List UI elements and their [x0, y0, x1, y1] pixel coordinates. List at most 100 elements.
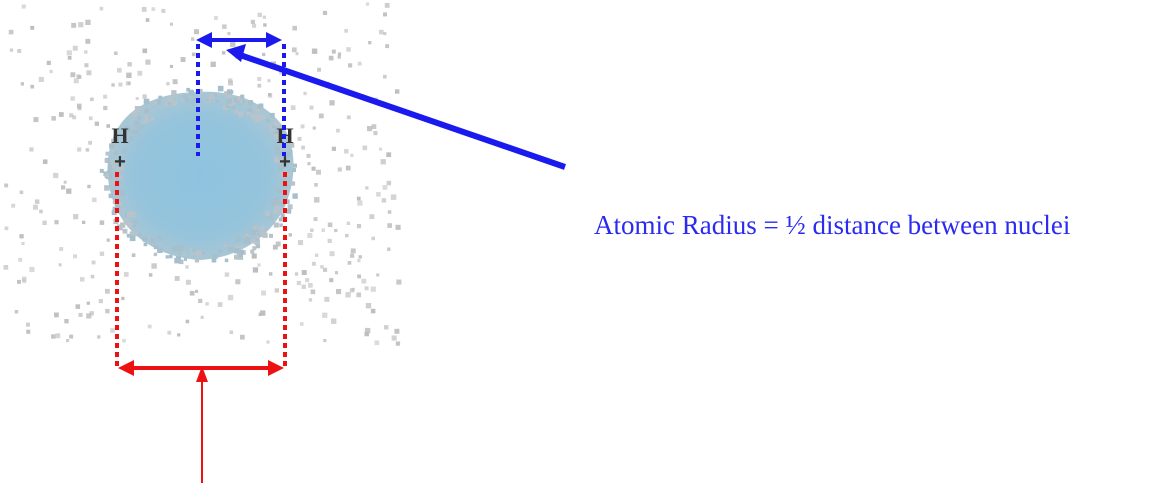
cloud-dot [329, 278, 334, 283]
bond-arrowhead-left [118, 360, 134, 376]
cloud-edge-dot [145, 108, 149, 112]
cloud-edge-dot [134, 130, 139, 135]
cloud-dot [11, 203, 16, 208]
cloud-dot [61, 185, 66, 190]
cloud-edge-dot [276, 159, 281, 164]
cloud-edge-dot [109, 143, 115, 149]
cloud-edge-dot [157, 247, 163, 253]
cloud-dot [260, 310, 266, 316]
cloud-dot [88, 140, 92, 145]
cloud-dot [395, 89, 400, 94]
cloud-edge-dot [274, 156, 280, 163]
cloud-dot [320, 265, 324, 269]
cloud-edge-dot [178, 259, 184, 265]
cloud-dot [240, 334, 245, 340]
cloud-edge-dot [112, 206, 117, 211]
cloud-dot [382, 185, 388, 190]
cloud-edge-dot [140, 125, 144, 129]
cloud-dot [344, 149, 349, 154]
cloud-edge-dot [114, 151, 118, 155]
cloud-edge-dot [241, 99, 245, 104]
cloud-dot [151, 7, 156, 11]
cloud-edge-dot [117, 164, 124, 171]
cloud-dot [91, 260, 96, 265]
cloud-dot [103, 105, 108, 111]
cloud-edge-dot [274, 132, 280, 139]
cloud-edge-dot [129, 221, 136, 228]
cloud-dot [122, 338, 126, 343]
cloud-dot [391, 335, 397, 341]
cloud-edge-dot [143, 242, 148, 247]
cloud-edge-dot [287, 172, 291, 177]
cloud-dot [331, 318, 337, 324]
cloud-dot [78, 312, 83, 317]
cloud-dot [394, 328, 400, 334]
cloud-dot [274, 288, 279, 293]
cloud-dot [336, 128, 340, 133]
cloud-dot [75, 304, 81, 309]
cloud-dot [298, 240, 304, 246]
cloud-dot [63, 180, 67, 184]
cloud-dot [84, 63, 89, 68]
cloud-dot [227, 32, 231, 36]
cloud-edge-dot [289, 143, 295, 148]
cloud-edge-dot [134, 106, 141, 112]
cloud-edge-dot [224, 258, 229, 263]
cloud-dot [323, 267, 328, 272]
cloud-edge-dot [247, 107, 252, 113]
cloud-edge-dot [172, 246, 178, 252]
cloud-edge-dot [253, 106, 258, 111]
cloud-dot [114, 51, 118, 55]
cloud-edge-dot [279, 156, 284, 162]
cloud-edge-dot [218, 249, 223, 254]
cloud-dot [70, 72, 76, 78]
cloud-dot [80, 277, 85, 282]
cloud-edge-dot [142, 236, 148, 242]
cloud-dot [308, 283, 313, 288]
cloud-dot [279, 70, 284, 75]
cloud-dot [214, 16, 218, 20]
cloud-dot [25, 322, 30, 327]
cloud-dot [252, 23, 257, 28]
cloud-dot [373, 131, 378, 136]
cloud-dot [142, 94, 147, 99]
cloud-edge-dot [113, 135, 119, 141]
cloud-edge-dot [291, 168, 296, 173]
cloud-dot [46, 60, 51, 65]
cloud-dot [300, 124, 305, 129]
cloud-dot [51, 334, 56, 339]
cloud-edge-dot [171, 90, 177, 96]
cloud-edge-dot [120, 190, 126, 196]
cloud-edge-dot [243, 237, 250, 244]
left-atom-symbol: H [111, 123, 128, 148]
bond-arrowhead-right [268, 360, 284, 376]
cloud-dot [310, 228, 314, 232]
cloud-edge-dot [275, 196, 280, 201]
cloud-dot [376, 273, 380, 277]
cloud-dot [166, 82, 170, 86]
cloud-edge-dot [254, 240, 259, 245]
cloud-dot [18, 257, 23, 262]
cloud-dot [386, 152, 392, 158]
cloud-edge-dot [224, 91, 230, 97]
cloud-dot [299, 322, 304, 326]
cloud-edge-dot [292, 163, 297, 168]
cloud-edge-dot [238, 111, 244, 117]
cloud-edge-dot [171, 100, 177, 107]
cloud-dot [38, 76, 44, 82]
cloud-dot [364, 327, 371, 334]
cloud-dot [384, 325, 389, 330]
cloud-dot [121, 296, 125, 301]
cloud-dot [194, 29, 199, 35]
cloud-edge-dot [104, 185, 110, 191]
cloud-dot [257, 83, 262, 88]
cloud-dot [90, 97, 94, 102]
cloud-edge-dot [183, 257, 187, 261]
cloud-dot [200, 315, 204, 319]
cloud-dot [228, 78, 233, 83]
radius-pointer-line [239, 52, 566, 170]
cloud-dot [86, 313, 92, 319]
cloud-dot [357, 61, 362, 66]
cloud-edge-dot [108, 164, 114, 170]
cloud-edge-dot [227, 94, 232, 99]
